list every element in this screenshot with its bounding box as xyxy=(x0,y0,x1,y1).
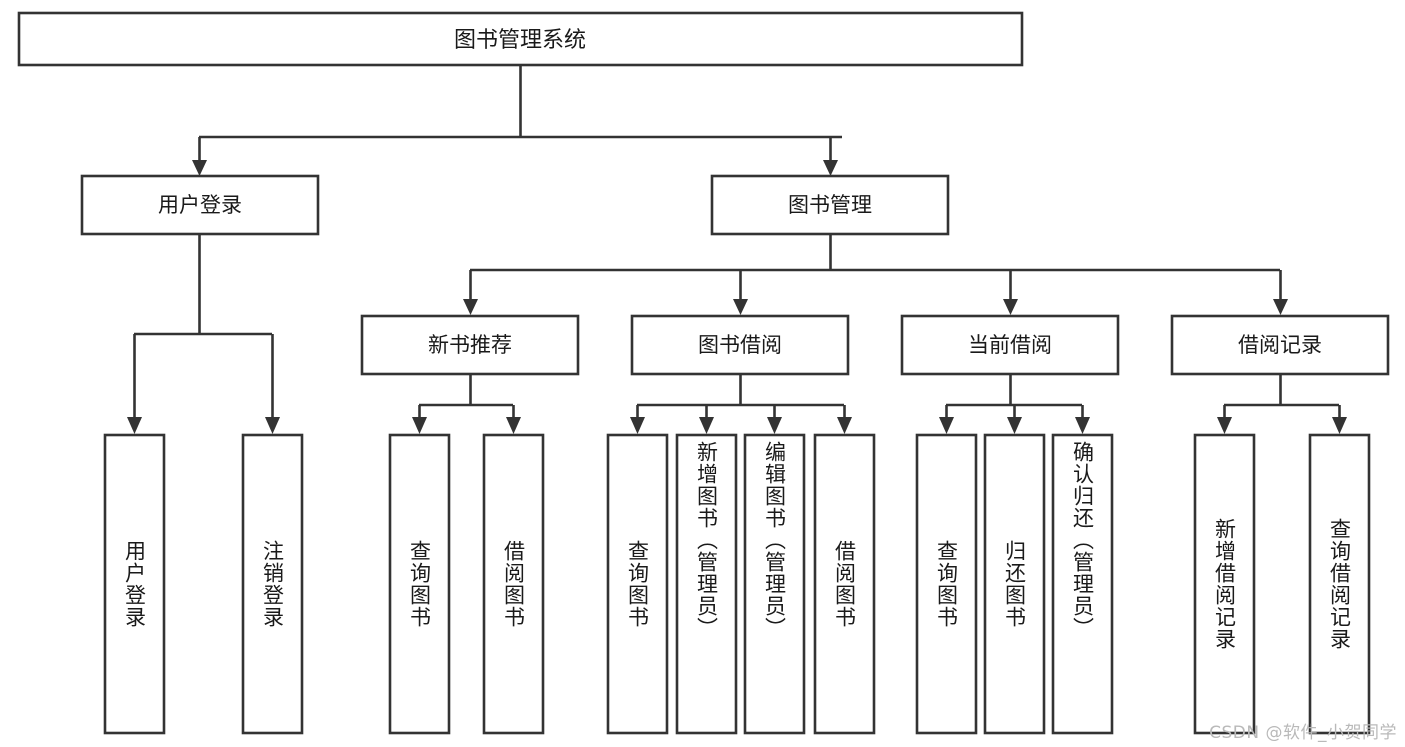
node-root-label: 图书管理系统 xyxy=(454,28,586,53)
leaf-box-cb-3[interactable] xyxy=(1051,433,1114,735)
node-new-book-recommend-label: 新书推荐 xyxy=(428,333,512,357)
node-user-login[interactable]: 用户登录 xyxy=(80,174,320,236)
node-book-manage-box[interactable] xyxy=(710,174,950,236)
arrowhead-leaf-user-login-1 xyxy=(127,417,142,434)
node-root-box[interactable] xyxy=(17,11,1024,67)
arrowhead-leaf-cb-3 xyxy=(1075,417,1090,434)
csdn-watermark: CSDN @软件_小贺同学 xyxy=(1209,723,1397,743)
connector-group-book-manage xyxy=(463,234,1288,315)
arrowhead-book-borrow xyxy=(733,299,748,315)
leaf-box-bb-1[interactable] xyxy=(606,433,669,735)
arrowhead-leaf-user-login-2 xyxy=(265,417,280,434)
leaf-box-br-1[interactable] xyxy=(1193,433,1256,735)
leaf-box-br-2[interactable] xyxy=(1308,433,1371,735)
leaf-box-bb-2[interactable] xyxy=(675,433,738,735)
arrowhead-leaf-bb-3 xyxy=(767,417,782,434)
arrowhead-leaf-cb-2 xyxy=(1007,417,1022,434)
node-current-borrow[interactable]: 当前借阅 xyxy=(900,314,1120,376)
arrowhead-book-manage xyxy=(823,160,838,176)
node-current-borrow-label: 当前借阅 xyxy=(968,333,1052,357)
node-book-borrow-label: 图书借阅 xyxy=(698,333,782,357)
node-book-manage[interactable]: 图书管理 xyxy=(710,174,950,236)
leaf-box-nbr-2[interactable] xyxy=(482,433,545,735)
arrowhead-leaf-bb-2 xyxy=(699,417,714,434)
leaf-box-bb-3[interactable] xyxy=(743,433,806,735)
arrowhead-current-borrow xyxy=(1003,299,1018,315)
node-book-borrow[interactable]: 图书借阅 xyxy=(630,314,850,376)
connector-group-current-borrow xyxy=(939,375,1090,434)
arrowhead-new-book-recommend xyxy=(463,299,478,315)
node-new-book-recommend[interactable]: 新书推荐 xyxy=(360,314,580,376)
leaf-box-nbr-1[interactable] xyxy=(388,433,451,735)
leaf-box-cb-1[interactable] xyxy=(915,433,978,735)
arrowhead-leaf-cb-1 xyxy=(939,417,954,434)
node-borrow-record-label: 借阅记录 xyxy=(1238,333,1322,357)
node-user-login-box[interactable] xyxy=(80,174,320,236)
arrowhead-leaf-br-2 xyxy=(1332,417,1347,434)
node-book-borrow-box[interactable] xyxy=(630,314,850,376)
arrowhead-leaf-br-1 xyxy=(1217,417,1232,434)
arrowhead-leaf-bb-1 xyxy=(630,417,645,434)
node-user-login-label: 用户登录 xyxy=(158,193,242,217)
node-root[interactable]: 图书管理系统 xyxy=(17,11,1024,67)
leaf-box-cb-2[interactable] xyxy=(983,433,1046,735)
arrowhead-user-login xyxy=(192,160,207,176)
arrowhead-leaf-nbr-2 xyxy=(506,417,521,434)
leaf-box-user-login-2[interactable] xyxy=(241,433,304,735)
arrowhead-leaf-bb-4 xyxy=(837,417,852,434)
leaf-box-user-login-1[interactable] xyxy=(103,433,166,735)
node-borrow-record-box[interactable] xyxy=(1170,314,1390,376)
leaf-box-bb-4[interactable] xyxy=(813,433,876,735)
connector-group-borrow-record xyxy=(1217,375,1347,434)
arrowhead-leaf-nbr-1 xyxy=(412,417,427,434)
node-current-borrow-box[interactable] xyxy=(900,314,1120,376)
connector-group-root xyxy=(192,66,842,176)
node-new-book-recommend-box[interactable] xyxy=(360,314,580,376)
arrowhead-borrow-record xyxy=(1273,299,1288,315)
node-book-manage-label: 图书管理 xyxy=(788,193,872,217)
node-borrow-record[interactable]: 借阅记录 xyxy=(1170,314,1390,376)
connector-group-user-login xyxy=(127,234,280,434)
connector-group-book-borrow xyxy=(630,375,852,434)
connector-group-new-book-recommend xyxy=(412,375,521,434)
